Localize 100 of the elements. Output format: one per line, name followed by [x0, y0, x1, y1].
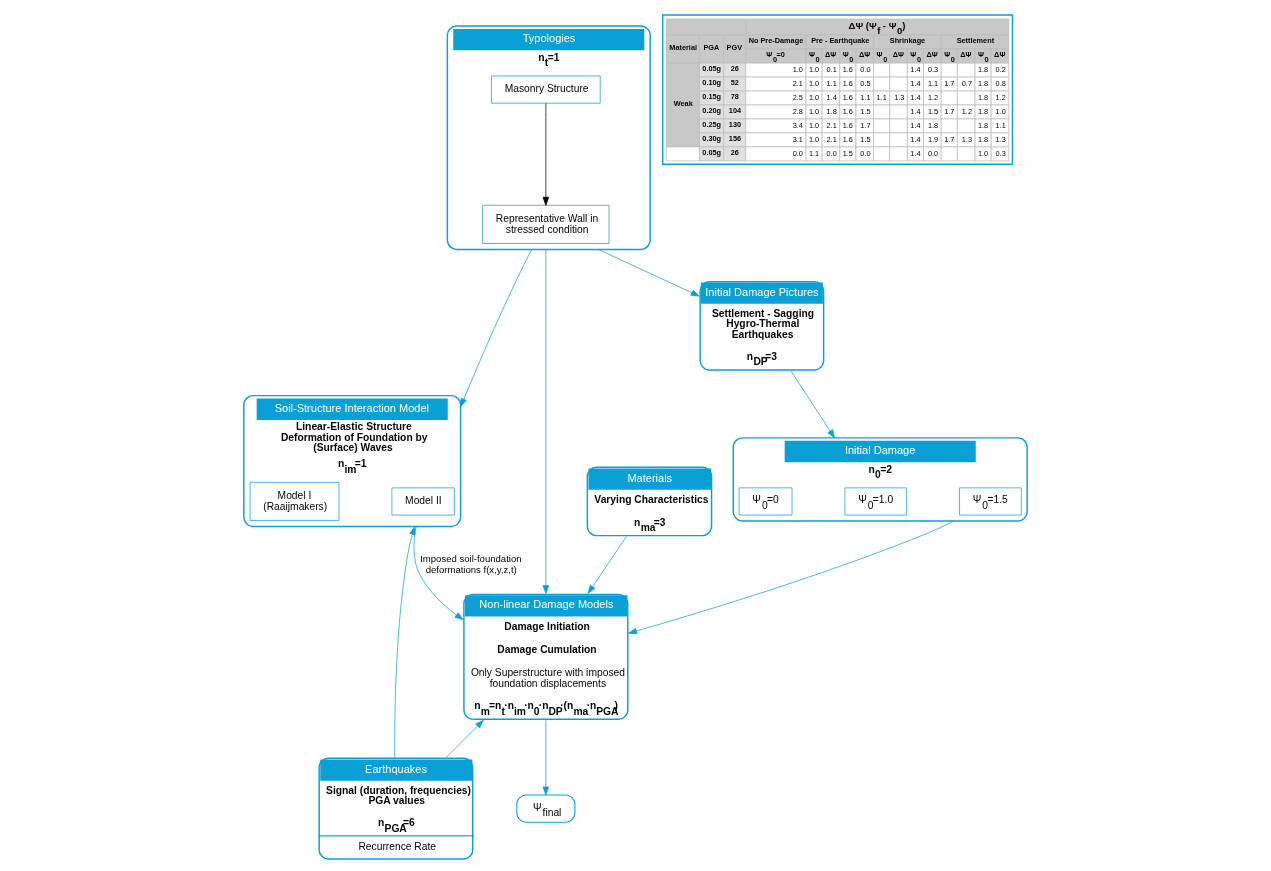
label: 1.7: [944, 78, 955, 88]
label: 1.0: [808, 106, 820, 116]
label: 1.1: [860, 92, 871, 102]
label: 26: [730, 147, 739, 157]
label: 1.8: [977, 134, 989, 144]
label: 1.3: [894, 92, 905, 102]
edge-label: Imposed soil-foundation deformations f(x,y,z,t): [420, 553, 522, 575]
label: Material: [669, 43, 698, 53]
label: 78: [730, 92, 739, 102]
label: 0.3: [927, 64, 939, 74]
label: 1.1: [808, 148, 820, 158]
label: 1.0: [808, 64, 820, 74]
label: 0.8: [995, 78, 1006, 88]
label: 1.8: [977, 64, 989, 74]
label: 1.6: [842, 134, 853, 144]
label: ΔΨ: [994, 50, 1006, 60]
label: Pre - Earthquake: [811, 36, 870, 46]
label: ΔΨ: [960, 50, 972, 60]
label: 52: [730, 78, 739, 88]
label: 0.0: [860, 148, 871, 158]
label: 1.1: [995, 120, 1006, 130]
label: 1.2: [961, 106, 972, 116]
label: 1.8: [977, 78, 989, 88]
label: 1.6: [842, 106, 853, 116]
label: 0.10g: [702, 78, 722, 88]
label: 0.05g: [702, 147, 722, 157]
label: 0.7: [961, 78, 972, 88]
label: 1.9: [927, 134, 939, 144]
label: 0.30g: [702, 134, 722, 143]
label: 26: [730, 64, 739, 74]
label: 1.5: [860, 134, 871, 144]
label: 1.7: [944, 106, 955, 116]
label: 130: [728, 120, 742, 130]
label: Settlement: [956, 36, 995, 46]
label: 3.4: [792, 120, 803, 130]
label: 156: [728, 134, 742, 143]
label: 1.0: [808, 134, 820, 144]
label: 1.3: [995, 134, 1006, 144]
label: 2.1: [792, 78, 803, 88]
label: 0.3: [995, 148, 1006, 158]
label: 1.5: [860, 106, 871, 116]
label: 1.4: [910, 106, 921, 116]
label: 1.2: [995, 92, 1006, 102]
label: 1.1: [876, 92, 887, 102]
label: 1.7: [944, 134, 955, 144]
label: 1.6: [842, 78, 853, 88]
label: 2.1: [826, 120, 837, 130]
label: 1.5: [842, 148, 853, 158]
label: 2.5: [792, 92, 803, 102]
label: 0.1: [826, 64, 837, 74]
label: PGV: [726, 43, 743, 53]
label: No Pre-Damage: [748, 36, 804, 46]
label: 2.8: [792, 106, 803, 116]
label: Shrinkage: [889, 36, 926, 46]
label: 0.0: [826, 148, 837, 158]
label: 1.0: [977, 148, 989, 158]
label: 1.0: [808, 120, 820, 130]
label: 1.7: [860, 120, 871, 130]
label: 1.4: [910, 64, 921, 74]
label: 1.8: [977, 106, 989, 116]
label: 2.1: [826, 134, 837, 144]
label: 3.1: [792, 134, 803, 144]
label: 0.2: [995, 64, 1006, 74]
label: Weak: [673, 99, 693, 109]
label: 1.0: [808, 92, 820, 102]
label: 1.0: [995, 106, 1006, 116]
label: ΔΨ: [892, 50, 904, 60]
label: 1.4: [910, 134, 921, 144]
label: 1.6: [842, 120, 853, 130]
label: 1.6: [842, 64, 853, 74]
label: 0.15g: [702, 92, 722, 102]
label: 1.4: [910, 120, 921, 130]
label: 1.3: [961, 134, 972, 144]
label: 0.25g: [702, 120, 722, 130]
label: 1.1: [927, 78, 939, 88]
label: 1.4: [910, 148, 921, 158]
label: 1.4: [910, 78, 921, 88]
label: 0.05g: [702, 64, 722, 74]
label: 0.20g: [702, 106, 722, 116]
label: 0.0: [792, 148, 803, 158]
label: 1.0: [792, 64, 803, 74]
label: 1.2: [927, 92, 939, 102]
label: ΔΨ: [926, 50, 938, 60]
label: ΔΨ: [825, 50, 837, 60]
label: 0.0: [860, 64, 871, 74]
label: 0.0: [927, 148, 939, 158]
label: 1.1: [826, 78, 837, 88]
label: 1.4: [910, 92, 921, 102]
label: PGA: [703, 43, 720, 53]
label: 1.6: [842, 92, 853, 102]
label: 1.8: [927, 120, 939, 130]
label: 1.8: [826, 106, 837, 116]
label: 1.8: [977, 120, 989, 130]
label: 1.8: [977, 92, 989, 102]
label: 1.4: [826, 92, 837, 102]
label: ΔΨ: [858, 50, 871, 60]
label: 1.0: [808, 78, 820, 88]
label: 1.5: [927, 106, 939, 116]
label: 0.5: [860, 78, 871, 88]
label: 104: [728, 106, 742, 116]
